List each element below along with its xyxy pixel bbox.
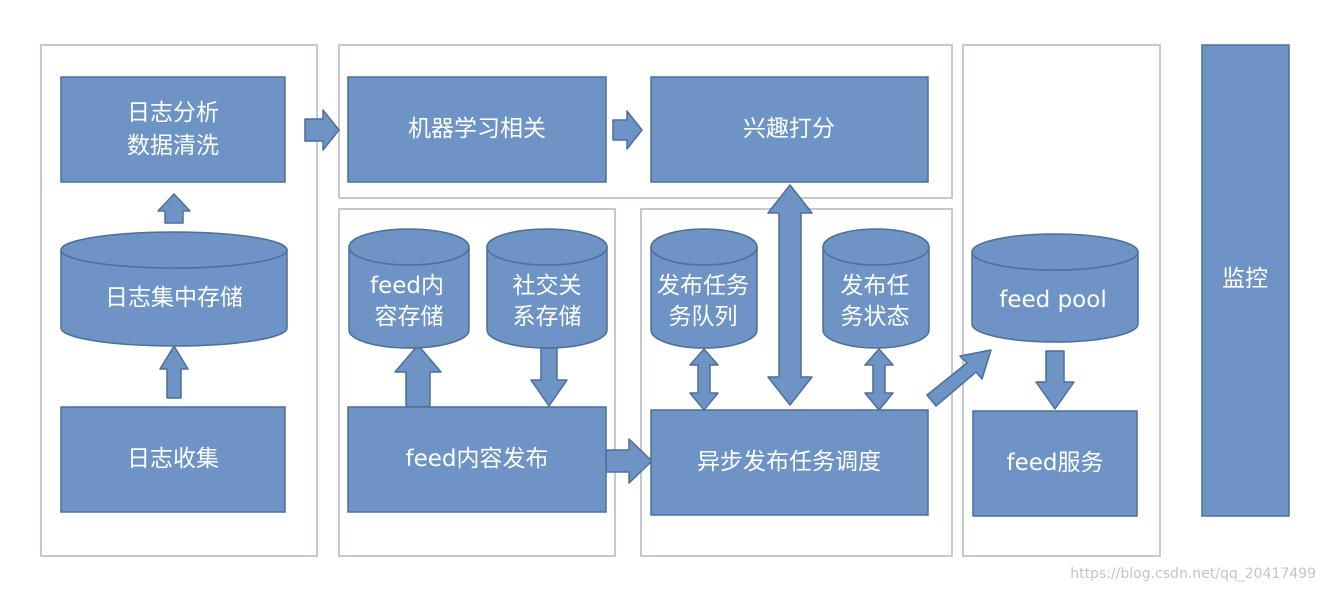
node-feed-service: feed服务	[972, 410, 1138, 517]
node-async-dispatch-label: 异步发布任务调度	[697, 449, 881, 475]
node-feed-pool-label: feed pool	[999, 287, 1106, 313]
node-interest-score: 兴趣打分	[650, 76, 929, 183]
node-ml-related: 机器学习相关	[347, 76, 607, 183]
node-interest-score-label: 兴趣打分	[743, 116, 835, 142]
arrow-dispatch-interest-bidirectional	[767, 184, 813, 406]
node-task-queue: 发布任务 务队列	[650, 228, 758, 349]
node-monitor: 监控	[1201, 44, 1290, 517]
node-social-storage: 社交关 系存储	[486, 228, 608, 349]
node-task-status-line-2: 务状态	[841, 304, 910, 330]
frame-log-pipeline	[40, 44, 318, 557]
node-feed-pool: feed pool	[971, 233, 1139, 343]
node-log-collect: 日志收集	[60, 406, 286, 513]
node-feed-publish: feed内容发布	[347, 406, 607, 513]
node-task-status-line-1: 发布任	[841, 273, 910, 299]
node-async-dispatch: 异步发布任务调度	[650, 409, 929, 516]
node-task-status: 发布任 务状态	[822, 228, 930, 349]
arrow-feed-pool-to-service	[1035, 350, 1075, 410]
arrow-status-dispatch-bidirectional	[864, 348, 894, 411]
arrow-publish-to-dispatch	[605, 438, 653, 484]
arrow-social-to-publish	[530, 346, 568, 407]
watermark: https://blog.csdn.net/qq_20417499	[1070, 566, 1316, 582]
node-feed-content-storage-line-1: feed内	[370, 273, 444, 299]
arrow-collect-to-storage	[159, 345, 189, 399]
node-feed-content-storage: feed内 容存储	[348, 228, 470, 349]
node-social-storage-line-1: 社交关	[513, 273, 582, 299]
frame-machine-learning	[338, 44, 953, 199]
node-social-storage-line-2: 系存储	[513, 304, 582, 330]
node-ml-related-label: 机器学习相关	[408, 116, 546, 142]
node-log-analysis: 日志分析 数据清洗	[60, 76, 286, 183]
node-log-analysis-line-1: 日志分析	[127, 100, 219, 126]
node-log-analysis-line-2: 数据清洗	[127, 133, 219, 159]
arrow-storage-to-analysis	[157, 193, 191, 224]
node-task-queue-line-1: 发布任务	[657, 273, 749, 299]
node-feed-content-storage-line-2: 容存储	[375, 304, 444, 330]
arrow-publish-to-content-storage	[394, 344, 442, 408]
node-log-storage: 日志集中存储	[60, 231, 288, 347]
arrow-queue-dispatch-bidirectional	[689, 348, 719, 411]
node-log-storage-label: 日志集中存储	[105, 285, 243, 311]
frame-feed-pool	[962, 44, 1161, 557]
arrow-log-analysis-to-ml	[304, 109, 340, 151]
node-task-queue-line-2: 务队列	[669, 304, 738, 330]
node-feed-service-label: feed服务	[1007, 450, 1104, 476]
arrow-ml-to-interest	[612, 110, 643, 150]
arrow-dispatch-to-feed-pool	[926, 349, 992, 407]
node-monitor-label: 监控	[1222, 266, 1268, 292]
node-log-collect-label: 日志收集	[127, 446, 219, 472]
frame-content-publish	[338, 208, 616, 557]
node-feed-publish-label: feed内容发布	[406, 446, 549, 472]
